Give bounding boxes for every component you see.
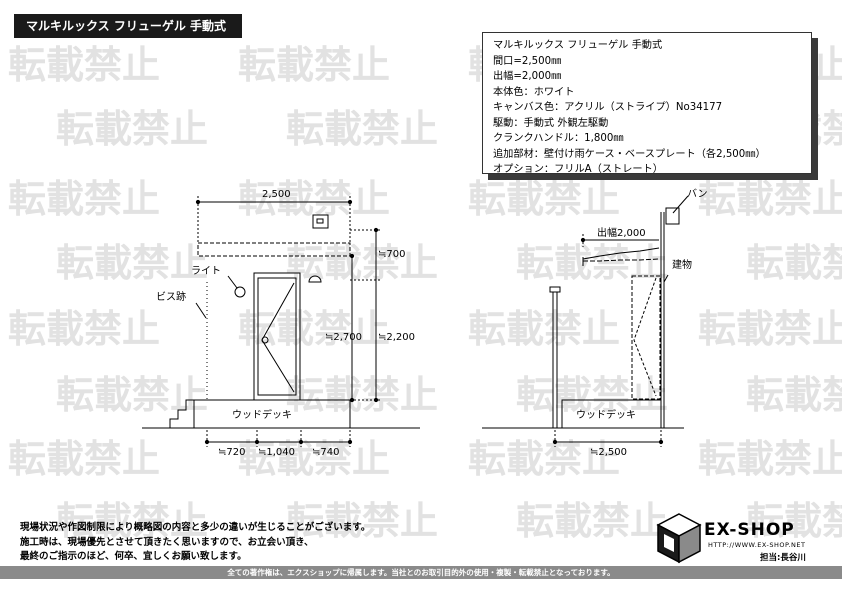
dim-dot	[298, 439, 304, 445]
h700-label: ≒700	[378, 249, 405, 260]
h2200-label: ≒2,200	[378, 332, 415, 343]
projection-label: 出幅2,000	[597, 226, 646, 239]
logo-url: HTTP://WWW.EX-SHOP.NET	[708, 541, 806, 549]
dim-dot	[552, 439, 558, 445]
b740-label: ≒740	[312, 447, 339, 458]
note-line: 施工時は、現場優先とさせて頂きたく思いますので、お立会い頂き、	[20, 536, 314, 548]
dim-dot	[349, 253, 355, 259]
door-inner	[257, 277, 297, 396]
dim-dot	[373, 397, 379, 403]
deck-label: ウッドデッキ	[232, 408, 292, 421]
dim-dot	[347, 199, 353, 205]
spec-line: キャンバス色：アクリル（ストライプ）No34177	[493, 102, 723, 113]
spec-line: 追加部材：壁付け雨ケース・ベースプレート（各2,500㎜）	[493, 148, 766, 160]
h2700-label: ≒2,700	[325, 332, 362, 343]
cube-icon	[656, 513, 702, 564]
dim-dot	[373, 227, 379, 233]
building-leader	[663, 274, 669, 283]
b720-label: ≒720	[218, 447, 245, 458]
light-label: ライト	[191, 265, 221, 277]
deck-steps	[169, 399, 194, 429]
screw-leader	[195, 302, 207, 319]
dim-dot	[580, 237, 586, 243]
dim-dot	[658, 439, 664, 445]
spec-line: クランクハンドル：1,800㎜	[493, 133, 624, 144]
note-line: 現場状況や作図制限により概略図の内容と多少の違いが生じることがございます。	[20, 522, 371, 533]
dim-dot	[347, 439, 353, 445]
side-view	[482, 195, 689, 447]
building-label: 建物	[672, 258, 692, 271]
spec-box: マルキルックス フリューゲル 手動式 間口=2,500㎜ 出幅=2,000㎜ 本…	[482, 32, 812, 175]
light-leader	[227, 275, 238, 289]
wall-case-box	[312, 214, 329, 229]
ban-leader	[672, 195, 689, 214]
spec-line: 出幅=2,000㎜	[493, 71, 562, 82]
side-bottom-label: ≒2,500	[590, 447, 627, 458]
dim-dot	[349, 397, 355, 403]
door-knob	[261, 336, 269, 344]
copyright-footer: 全ての著作権は、エクスショップに帰属します。当社とのお取引目的外の使用・複製・転…	[0, 566, 842, 579]
notes-block: 現場状況や作図制限により概略図の内容と多少の違いが生じることがございます。 施工…	[20, 521, 440, 565]
dim-dot	[195, 199, 201, 205]
spec-line: マルキルックス フリューゲル 手動式	[493, 40, 663, 51]
ban-box	[665, 207, 680, 225]
sensor-icon	[308, 275, 322, 283]
side-door	[631, 275, 661, 400]
spec-line: 本体色：ホワイト	[493, 86, 575, 98]
awning-fabric	[583, 258, 660, 262]
pole-cap	[549, 286, 561, 293]
dim-dot	[204, 439, 210, 445]
spec-line: 間口=2,500㎜	[493, 55, 562, 67]
light-icon	[234, 286, 246, 298]
side-door-mark	[633, 277, 657, 397]
awning-slope	[582, 247, 660, 260]
logo-name: EX-SHOP	[704, 520, 795, 540]
dim-dot	[254, 439, 260, 445]
screw-label: ビス跡	[156, 290, 186, 303]
wall-case-inner	[316, 218, 324, 224]
door-frame	[253, 272, 301, 401]
spec-line: オプション：フリルA（ストレート）	[493, 164, 663, 175]
width-label: 2,500	[262, 189, 291, 200]
side-view-labels: バン 出幅2,000 建物 ウッドデッキ ≒2,500	[576, 188, 708, 458]
support-pole	[552, 291, 558, 429]
awning-outline	[197, 242, 351, 257]
front-view-labels: 2,500 ライト ビス跡 ≒700 ≒2,700 ≒2,200 ウッドデッキ …	[156, 189, 415, 458]
company-logo: EX-SHOP HTTP://WWW.EX-SHOP.NET 担当:長谷川	[656, 512, 826, 564]
spec-line: 駆動：手動式 外観左駆動	[493, 117, 609, 129]
note-line: 最終のご指示のほど、何卒、宜しくお願い致します。	[20, 551, 247, 562]
side-deck-label: ウッドデッキ	[576, 408, 636, 421]
ban-label: バン	[687, 188, 708, 200]
person-in-charge: 担当:長谷川	[760, 553, 806, 563]
page-title: マルキルックス フリューゲル 手動式	[14, 14, 242, 38]
front-view	[142, 196, 420, 447]
b1040-label: ≒1,040	[258, 447, 295, 458]
